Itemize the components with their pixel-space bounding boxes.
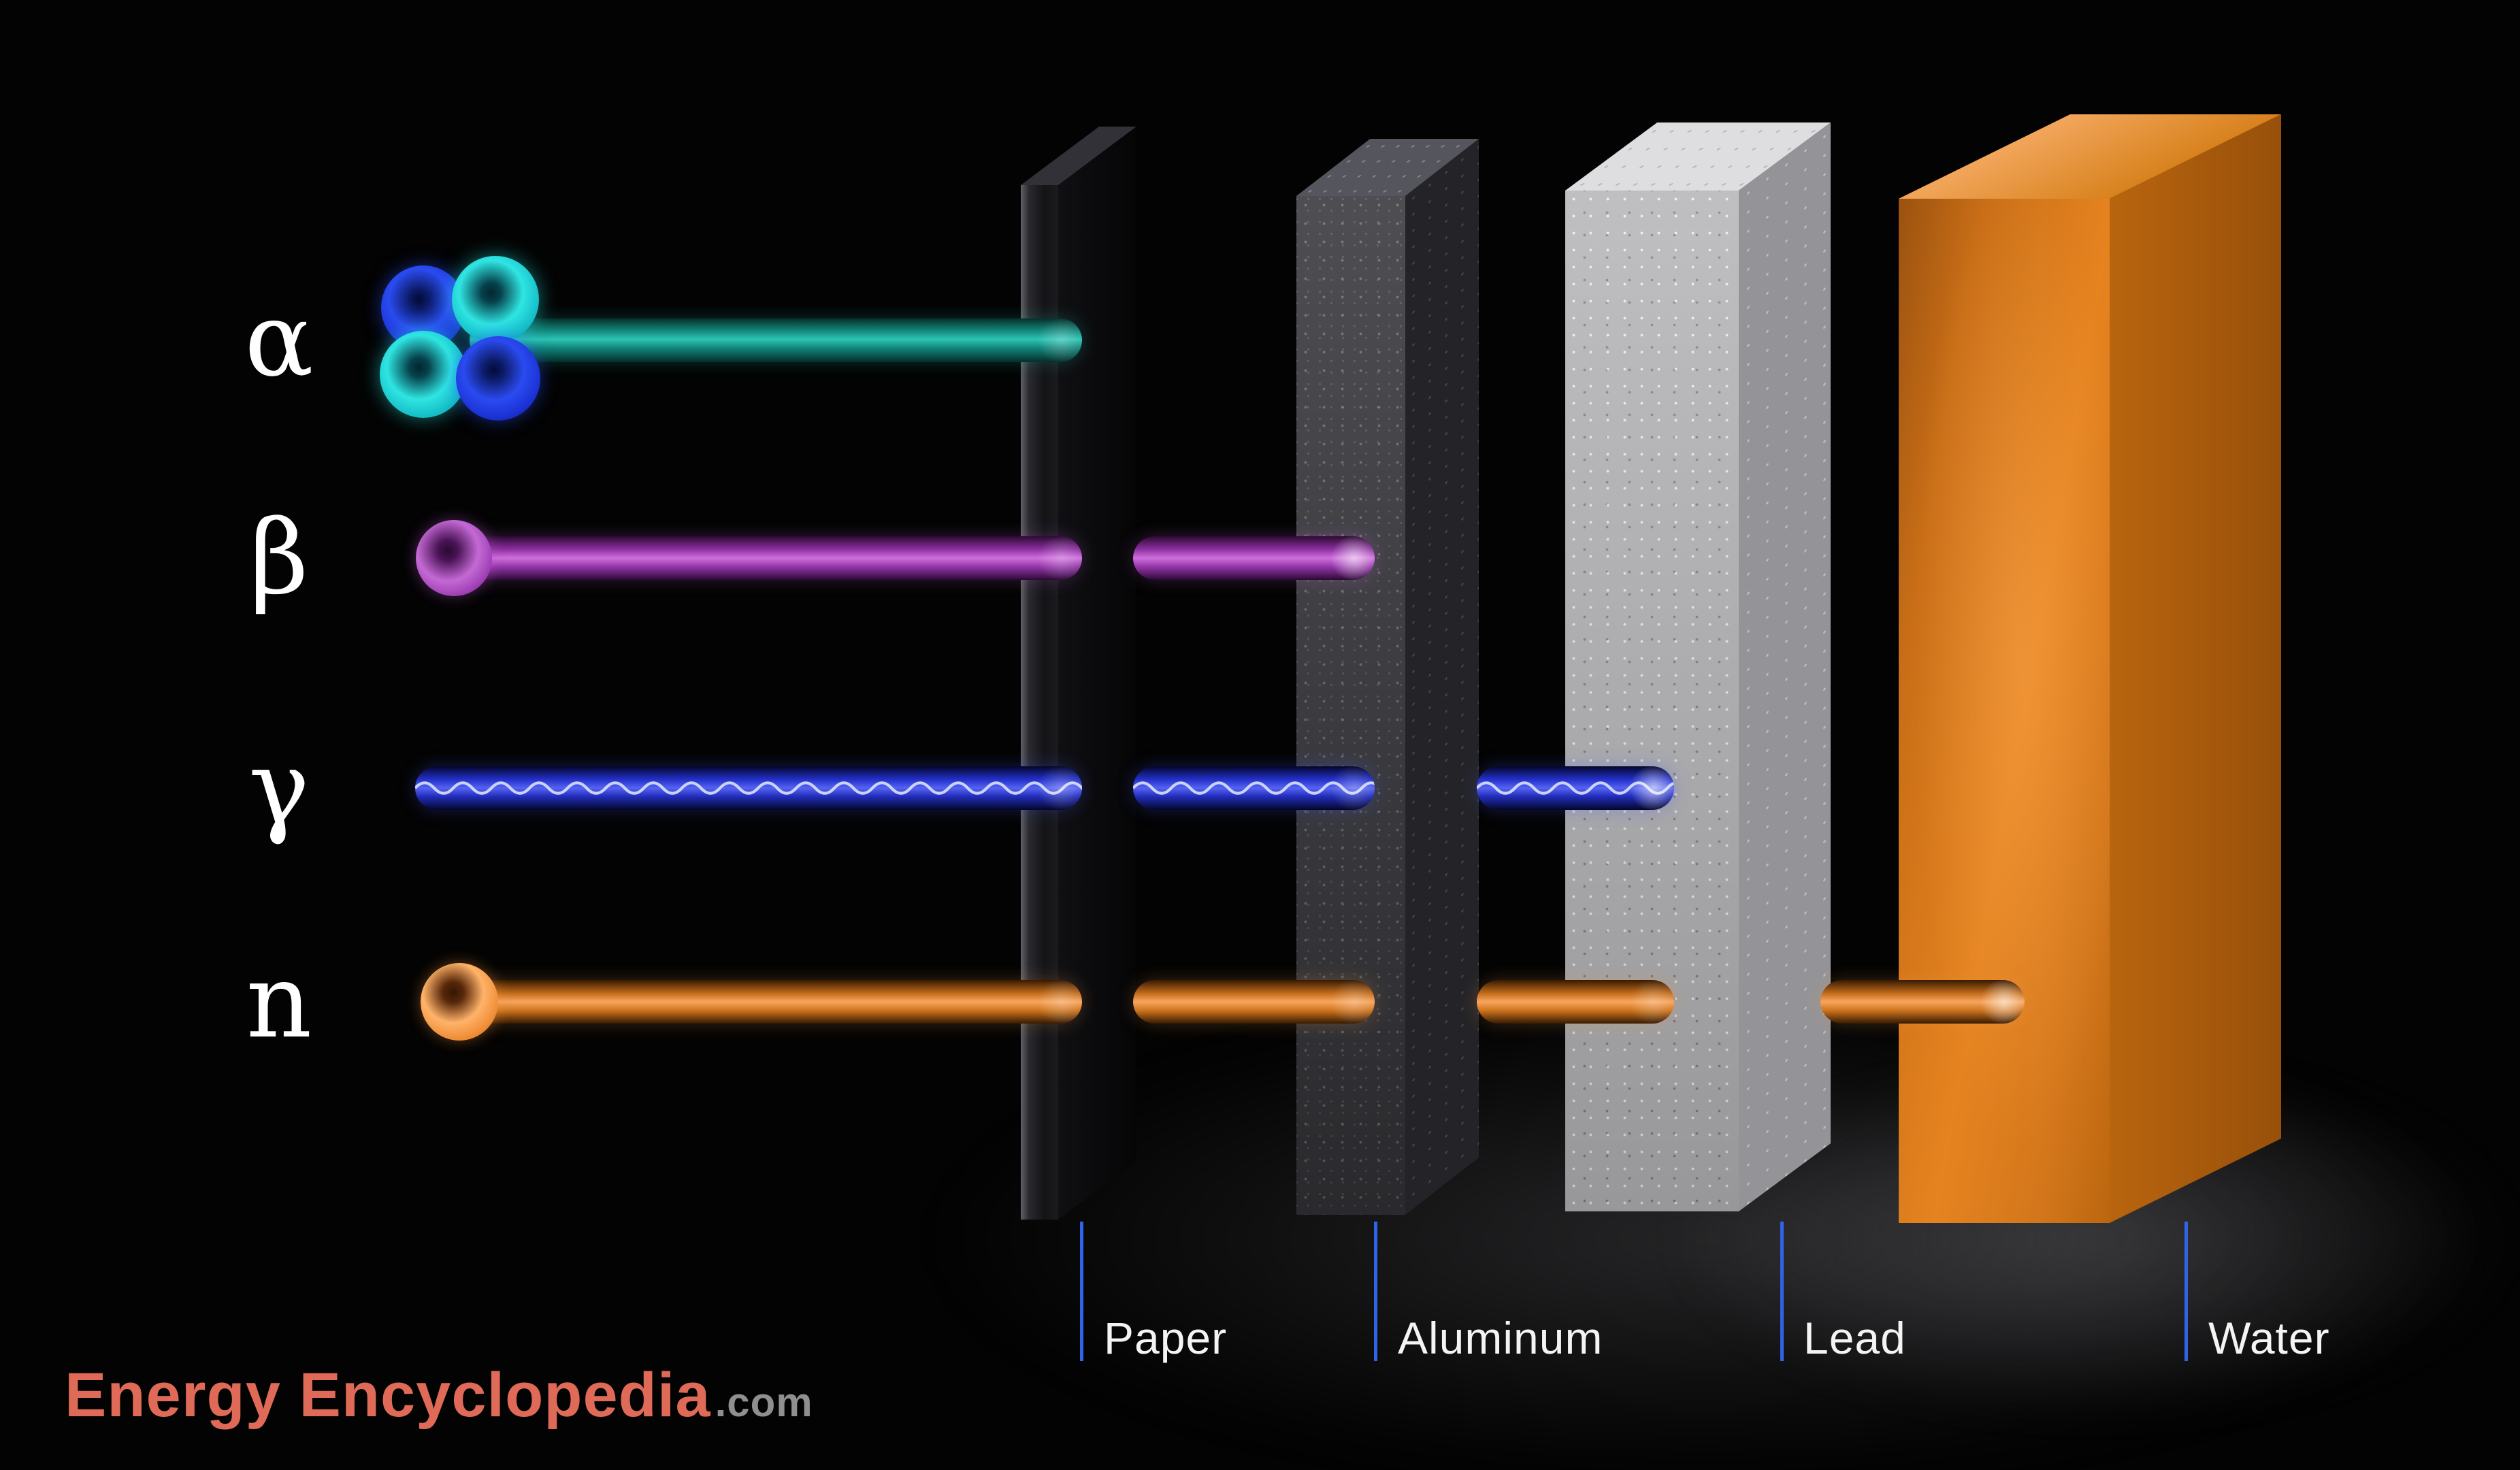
paper-tick (1080, 1222, 1083, 1361)
gamma-symbol: γ (248, 729, 310, 847)
gamma-wave-icon (1133, 781, 1375, 795)
alpha-neutron-sphere (380, 331, 467, 418)
neutron-beam-segment-3 (1477, 980, 1674, 1024)
water-side-face (2110, 114, 2281, 1224)
aluminum-front-face (1296, 196, 1405, 1215)
gamma-beam-segment-1 (415, 766, 1082, 810)
paper-label: Paper (1104, 1313, 1228, 1363)
lead-tick (1780, 1222, 1784, 1361)
lead-front-face (1565, 191, 1739, 1211)
gamma-beam-segment-3 (1477, 766, 1674, 810)
gamma-wave-icon (1477, 781, 1674, 795)
water-front-face (1899, 199, 2110, 1223)
lead-side-face (1739, 122, 1831, 1212)
aluminum-label: Aluminum (1398, 1313, 1603, 1363)
alpha-symbol: α (244, 281, 314, 399)
neutron-beam-segment-1 (439, 980, 1082, 1024)
lead-label: Lead (1803, 1313, 1906, 1363)
neutron-particle-sphere (421, 963, 498, 1041)
beta-symbol: β (249, 499, 309, 617)
paper-side-face (1058, 126, 1136, 1220)
aluminum-tick (1374, 1222, 1377, 1361)
gamma-wave-icon (415, 781, 1082, 795)
neutron-beam-segment-4 (1820, 980, 2025, 1024)
beta-beam-segment-2 (1133, 536, 1375, 580)
alpha-beam-segment-1 (470, 318, 1082, 362)
neutron-beam-segment-2 (1133, 980, 1375, 1024)
branding-logo: Energy Encyclopedia.com (65, 1360, 813, 1431)
water-label: Water (2208, 1313, 2330, 1363)
beta-beam-segment-1 (436, 536, 1082, 580)
alpha-neutron-sphere (452, 256, 539, 343)
water-tick (2184, 1222, 2188, 1361)
alpha-proton-sphere (456, 336, 540, 421)
neutron-symbol: n (246, 943, 312, 1061)
branding-name: Energy Encyclopedia (65, 1360, 711, 1430)
branding-domain-suffix: .com (715, 1379, 813, 1425)
gamma-beam-segment-2 (1133, 766, 1375, 810)
beta-particle-sphere (416, 520, 492, 596)
aluminum-side-face (1405, 138, 1479, 1215)
